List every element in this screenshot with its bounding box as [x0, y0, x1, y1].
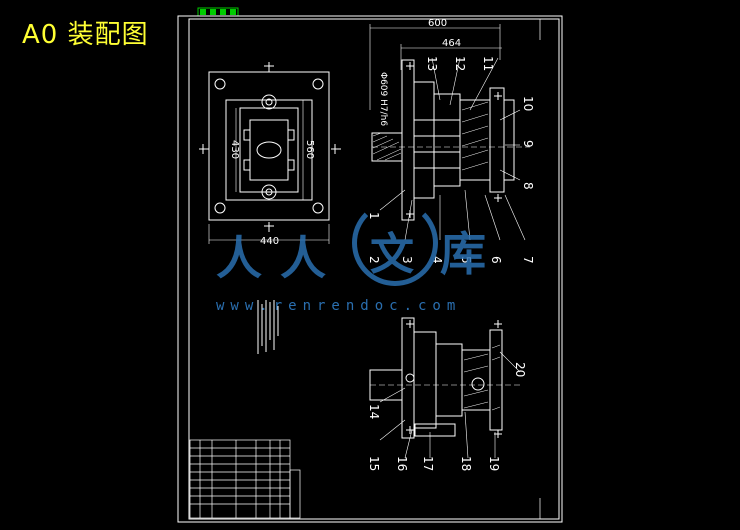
watermark-site: www.renrendoc.com [216, 298, 462, 314]
part-4: 4 [430, 256, 444, 264]
part-12: 12 [453, 56, 467, 71]
part-20: 20 [513, 362, 527, 377]
part-19: 19 [487, 456, 501, 471]
part-labels-lower: 20 14 15 16 17 18 19 [367, 362, 527, 471]
watermark-char-2: 人 [280, 231, 326, 285]
title-block [189, 439, 301, 519]
top-view [199, 62, 341, 244]
watermark-logo-circle [352, 200, 438, 286]
dim-464: 464 [442, 38, 461, 49]
part-16: 16 [395, 456, 409, 471]
dim-440: 440 [260, 236, 279, 247]
technical-notes [257, 300, 279, 354]
part-10: 10 [521, 96, 535, 111]
section-view-lower [369, 317, 521, 459]
part-7: 7 [521, 256, 535, 264]
part-14: 14 [367, 404, 381, 419]
part-9: 9 [521, 140, 535, 148]
part-5: 5 [459, 256, 473, 264]
watermark-char-1: 人 [216, 231, 262, 285]
dim-560: 560 [304, 140, 315, 159]
watermark-char-4: 库 [440, 227, 486, 281]
part-17: 17 [421, 456, 435, 471]
part-15: 15 [367, 456, 381, 471]
part-18: 18 [459, 456, 473, 471]
dim-dia-609: Φ609 H7/h6 [378, 72, 388, 126]
part-8: 8 [521, 182, 535, 190]
part-6: 6 [489, 256, 503, 264]
dim-430: 430 [229, 140, 240, 159]
watermark-char-3: 文 [370, 229, 414, 280]
sheet-tab [197, 7, 239, 17]
part-13: 13 [425, 56, 439, 71]
dim-600: 600 [428, 18, 447, 29]
drawing-title: A0 装配图 [22, 20, 149, 50]
part-11: 11 [481, 56, 495, 71]
sheet-border [177, 15, 563, 523]
